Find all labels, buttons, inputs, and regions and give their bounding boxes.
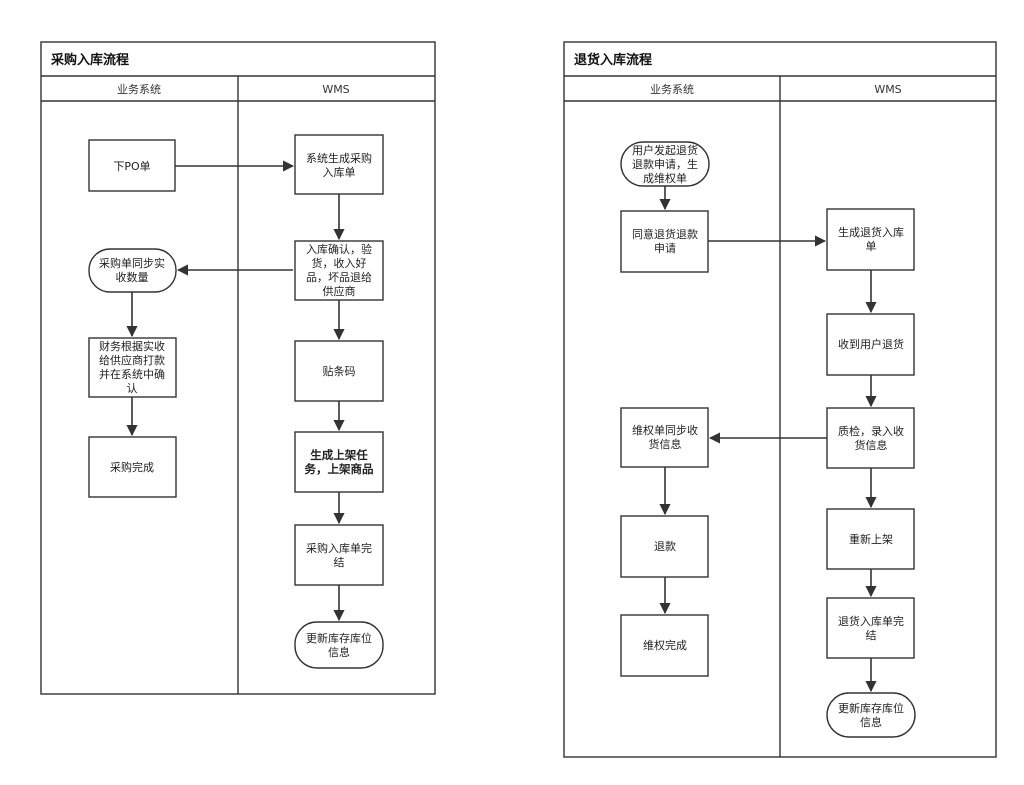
node-label-line: 同意退货退款: [632, 227, 698, 241]
node-label-line: 更新库存库位: [838, 701, 904, 715]
node-label-line: 单: [866, 240, 877, 253]
node-label-line: 结: [866, 629, 877, 642]
return-inbound-diagram: 退货入库流程 业务系统 WMS 用户发起退货退款申请，生成维权单 同意退货退款申…: [563, 41, 997, 758]
node-label-line: 申请: [654, 242, 676, 255]
node-label-line: 收到用户退货: [838, 337, 904, 351]
node-label-line: 退款: [654, 539, 676, 553]
flow-node: 用户发起退货退款申请，生成维权单: [620, 141, 710, 187]
node-label-p3: 入库确认，验货，收入好品，坏品退给供应商: [306, 242, 372, 298]
return-lane-business: 业务系统: [650, 83, 694, 96]
node-label-line: 退款申请，生: [632, 157, 698, 171]
purchase-title: 采购入库流程: [50, 52, 129, 68]
flow-node: 下PO单: [88, 139, 176, 192]
node-label-line: 更新库存库位: [306, 631, 372, 645]
node-label-p5: 财务根据实收给供应商打款并在系统中确认: [99, 339, 165, 395]
node-label-line: 采购单同步实: [99, 256, 165, 270]
node-label-p9: 采购入库单完结: [306, 541, 372, 569]
flow-node: 更新库存库位信息: [294, 621, 384, 669]
node-label-r1: 用户发起退货退款申请，生成维权单: [632, 143, 698, 185]
node-label-r5: 维权单同步收货信息: [632, 423, 698, 451]
node-label-r9: 维权完成: [643, 638, 687, 652]
node-label-r6: 质检，录入收货信息: [838, 424, 904, 452]
flow-node: 贴条码: [294, 340, 384, 402]
node-label-line: 供应商: [323, 284, 356, 298]
node-label-r2: 同意退货退款申请: [632, 227, 698, 255]
node-label-line: 质检，录入收: [838, 424, 904, 438]
node-label-line: 采购入库单完: [306, 541, 372, 555]
node-label-line: 贴条码: [323, 364, 356, 378]
flow-node: 退货入库单完结: [826, 597, 915, 659]
node-label-line: 退货入库单完: [838, 614, 904, 628]
node-label-line: 认: [127, 382, 138, 395]
node-label-p7: 生成上架任务，上架商品: [305, 448, 374, 476]
flow-node: 生成退货入库单: [826, 208, 915, 271]
node-label-line: 生成上架任: [310, 448, 368, 462]
node-label-p4: 采购单同步实收数量: [99, 256, 165, 284]
flow-node: 更新库存库位信息: [826, 692, 916, 738]
node-label-p6: 贴条码: [323, 364, 356, 378]
node-label-p8: 采购完成: [110, 460, 154, 474]
node-label-r7: 退款: [654, 539, 676, 553]
flow-node: 财务根据实收给供应商打款并在系统中确认: [88, 337, 177, 398]
node-label-p10: 更新库存库位信息: [306, 631, 372, 659]
flow-node: 收到用户退货: [826, 313, 915, 376]
node-label-line: 成维权单: [643, 172, 687, 185]
node-label-line: 货信息: [855, 438, 888, 452]
node-label-line: 系统生成采购: [306, 151, 372, 165]
purchase-inbound-diagram: 采购入库流程 业务系统 WMS 下PO单 系统生成采购入库单 入库确认，验货，收…: [40, 41, 436, 695]
node-label-r4: 收到用户退货: [838, 337, 904, 351]
flow-node: 采购入库单完结: [294, 524, 384, 586]
flow-node: 同意退货退款申请: [620, 210, 709, 273]
node-label-line: 信息: [328, 645, 350, 659]
node-label-line: 货信息: [649, 437, 682, 451]
node-label-r11: 更新库存库位信息: [838, 701, 904, 729]
node-label-line: 用户发起退货: [632, 143, 698, 157]
node-label-line: 下PO单: [113, 160, 150, 173]
node-label-line: 重新上架: [849, 532, 893, 546]
flow-node: 采购完成: [88, 436, 177, 498]
flow-node: 采购单同步实收数量: [88, 248, 177, 293]
flow-node: 系统生成采购入库单: [294, 134, 384, 195]
node-label-line: 维权完成: [643, 638, 687, 652]
node-label-line: 信息: [860, 715, 882, 729]
node-label-line: 并在系统中确: [99, 367, 165, 381]
flow-node: 重新上架: [826, 508, 915, 570]
node-label-p2: 系统生成采购入库单: [306, 151, 372, 179]
node-label-line: 入库单: [323, 166, 356, 179]
flow-node: 生成上架任务，上架商品: [294, 431, 384, 493]
node-label-line: 货，收入好: [312, 256, 367, 270]
purchase-lane-wms: WMS: [322, 83, 349, 96]
flow-node: 维权单同步收货信息: [620, 407, 709, 468]
flow-node: 质检，录入收货信息: [826, 407, 915, 469]
node-label-r3: 生成退货入库单: [838, 225, 904, 253]
node-label-line: 维权单同步收: [632, 423, 698, 437]
return-lane-wms: WMS: [874, 83, 901, 96]
flow-node: 维权完成: [620, 614, 709, 677]
node-label-line: 收数量: [116, 270, 149, 284]
purchase-lane-business: 业务系统: [117, 83, 161, 96]
node-label-line: 生成退货入库: [838, 225, 904, 239]
node-label-line: 财务根据实收: [99, 339, 165, 353]
node-label-p1: 下PO单: [113, 160, 150, 173]
node-label-r10: 退货入库单完结: [838, 614, 904, 642]
flow-node: 退款: [620, 515, 709, 578]
return-title: 退货入库流程: [574, 52, 652, 68]
node-label-line: 给供应商打款: [99, 353, 165, 367]
node-label-line: 品，坏品退给: [306, 271, 372, 284]
node-label-line: 采购完成: [110, 460, 154, 474]
node-label-line: 入库确认，验: [306, 242, 372, 256]
node-label-line: 结: [334, 556, 345, 569]
flow-node: 入库确认，验货，收入好品，坏品退给供应商: [294, 240, 384, 301]
node-label-r8: 重新上架: [849, 532, 893, 546]
node-label-line: 务，上架商品: [305, 462, 374, 476]
